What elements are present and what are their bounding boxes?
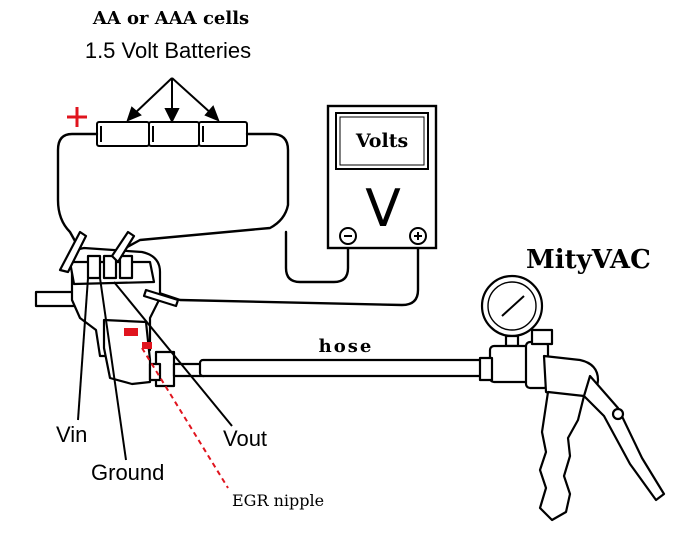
battery-pack (96, 121, 248, 147)
positive-terminal-mark (67, 107, 87, 127)
egr-port-accent (124, 328, 152, 349)
mityvac-pump (478, 274, 666, 522)
map-sensor (34, 230, 206, 388)
wires (56, 132, 420, 307)
egr-nipple-label: EGR nipple (232, 491, 324, 510)
battery-label: 1.5 Volt Batteries (85, 38, 251, 63)
ground-label: Ground (91, 460, 164, 485)
hose-label: hose (319, 336, 374, 357)
egr-pointer-line (141, 347, 229, 489)
meter-title: Volts (355, 130, 408, 152)
pointer-lines (77, 277, 233, 461)
pump-name: MityVAC (526, 245, 651, 275)
battery-arrows (126, 77, 220, 124)
voltmeter (326, 104, 438, 250)
vout-label: Vout (223, 426, 267, 451)
vin-label: Vin (56, 422, 87, 447)
meter-unit: V (365, 179, 401, 239)
hose (198, 358, 492, 378)
cell-type-label: AA or AAA cells (92, 8, 249, 29)
